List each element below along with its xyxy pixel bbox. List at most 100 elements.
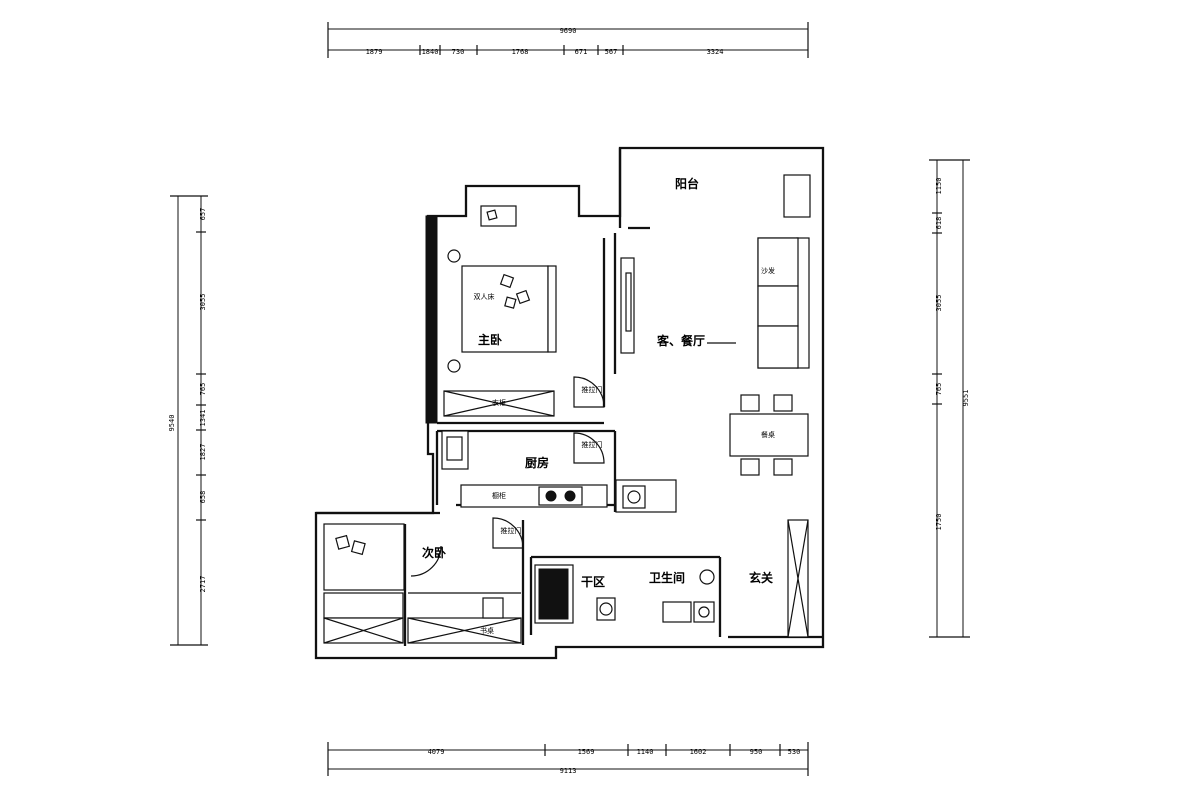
bed-pillow	[499, 273, 515, 289]
dining-chair-icon	[740, 394, 760, 412]
desk-label: 书桌	[480, 626, 494, 635]
right-dimension-5: 1750	[935, 514, 943, 531]
right-dimensions: 1150 618 3055 765 1750 9551	[929, 159, 970, 638]
bed-pillow	[515, 289, 531, 305]
second-bedroom-furniture	[323, 523, 522, 644]
double-bed-label: 双人床	[474, 292, 495, 301]
bathroom-label: 卫生间	[649, 570, 685, 585]
table-label: 餐桌	[761, 430, 775, 439]
right-dimension-2: 618	[935, 217, 943, 230]
second-bedroom-label: 次卧	[422, 545, 446, 560]
bed-headboard	[547, 265, 557, 353]
outer-wall	[314, 146, 825, 660]
left-dimension-4: 1341	[199, 410, 207, 427]
kitchen-label: 厨房	[525, 455, 549, 470]
bottom-dimension-4: 1602	[690, 748, 707, 756]
stove-icon	[538, 486, 583, 506]
door-swings	[410, 376, 605, 577]
right-dimension-3: 3055	[935, 295, 943, 312]
kitchen-furniture	[441, 430, 677, 513]
bedroom-storage-unit	[323, 592, 404, 619]
sofa-label: 沙发	[761, 266, 775, 275]
dining-chair-icon	[773, 394, 793, 412]
sink-icon	[446, 436, 463, 461]
shower-floor-pattern	[538, 568, 569, 620]
left-dimension-3: 765	[199, 383, 207, 396]
left-dimension-5: 1827	[199, 444, 207, 461]
sliding-door-label: 推拉门	[501, 526, 522, 535]
door-swing-icon	[492, 517, 524, 549]
left-total-dimension: 9540	[168, 415, 176, 432]
washbasin-drain-icon	[698, 606, 710, 618]
bottom-dimension-2: 1569	[578, 748, 595, 756]
room-labels: 阳台 客、餐厅 主卧 厨房 次卧 卫生间 干区 玄关	[422, 176, 773, 589]
top-total-dimension: 9690	[560, 27, 577, 35]
bottom-dimension-6: 530	[788, 748, 801, 756]
right-total-dimension: 9551	[962, 390, 970, 407]
left-dimensions: 9540 657 3055 765 1341 1827 658 2717	[168, 195, 208, 646]
balcony-chair-icon	[486, 209, 498, 221]
top-dimension-7: 3324	[707, 48, 724, 56]
bottom-dimension-1: 4079	[428, 748, 445, 756]
door-swing-icon	[410, 545, 442, 577]
master-bedroom-furniture	[443, 205, 557, 417]
sliding-door-label: 推拉门	[582, 385, 603, 394]
top-dimension-1: 1879	[366, 48, 383, 56]
wardrobe-diagonal	[443, 390, 555, 417]
left-dimension-2: 3055	[199, 294, 207, 311]
toilet-icon	[599, 602, 613, 616]
top-dimension-6: 567	[605, 48, 618, 56]
bathroom-furniture	[534, 564, 715, 624]
chair-icon	[482, 597, 504, 619]
kitchen-cabinet	[460, 484, 608, 508]
dry-area-label: 干区	[581, 575, 605, 589]
sofa-section	[757, 237, 799, 287]
bed-pillow	[335, 534, 351, 550]
mirror-icon	[699, 569, 715, 585]
sliding-door-label: 推拉门	[582, 440, 603, 449]
bottom-dimension-3: 1140	[637, 748, 654, 756]
small-furniture-labels: 双人床 衣柜 沙发 餐桌 推拉门 推拉门 推拉门 书桌 橱柜	[474, 266, 776, 635]
bottom-total-dimension: 9113	[560, 767, 577, 775]
desk-diagonal	[407, 617, 522, 644]
master-bedroom-thick-wall	[425, 215, 438, 424]
bed-pillow	[350, 540, 366, 556]
sofa-section	[757, 325, 799, 369]
dining-table	[729, 413, 809, 457]
left-dimension-1: 657	[199, 208, 207, 221]
top-dimension-2: 1840	[422, 48, 439, 56]
vanity-cabinet	[662, 601, 692, 623]
sofa-section	[757, 285, 799, 327]
balcony-cabinet	[783, 174, 811, 218]
wardrobe-diagonal	[323, 617, 404, 644]
living-dining-label: 客、餐厅	[656, 333, 705, 348]
burner-icon	[545, 490, 557, 502]
left-dimension-6: 658	[199, 491, 207, 504]
sofa-back	[796, 237, 810, 369]
washing-machine-drum-icon	[627, 490, 641, 504]
foyer-label: 玄关	[749, 570, 773, 585]
dining-chair-icon	[740, 458, 760, 476]
door-swing-icon	[573, 432, 605, 464]
kitchen-cabinet-label: 橱柜	[492, 491, 506, 500]
master-bedroom-label: 主卧	[478, 332, 502, 347]
nightstand-lamp-icon	[447, 359, 461, 373]
washbasin-icon	[693, 601, 715, 623]
living-room-furniture	[620, 174, 811, 638]
top-dimensions: 9690 1879 1840 730 1768 671 567 3324	[327, 22, 809, 58]
top-dimension-5: 671	[575, 48, 588, 56]
right-dimension-4: 765	[935, 383, 943, 396]
tv-screen	[625, 272, 632, 332]
balcony-chair-unit	[480, 205, 517, 227]
nightstand-lamp-icon	[447, 249, 461, 263]
right-dimension-1: 1150	[935, 178, 943, 195]
single-bed	[323, 523, 405, 591]
foyer-cabinet-diagonal	[787, 519, 809, 638]
bed-pillow	[504, 296, 517, 309]
burner-icon	[564, 490, 576, 502]
balcony-label: 阳台	[675, 176, 699, 191]
left-dimension-7: 2717	[199, 576, 207, 593]
bottom-dimensions: 4079 1569 1140 1602 950 530 9113	[327, 742, 809, 776]
bottom-dimension-5: 950	[750, 748, 763, 756]
washing-machine-icon	[622, 485, 646, 509]
